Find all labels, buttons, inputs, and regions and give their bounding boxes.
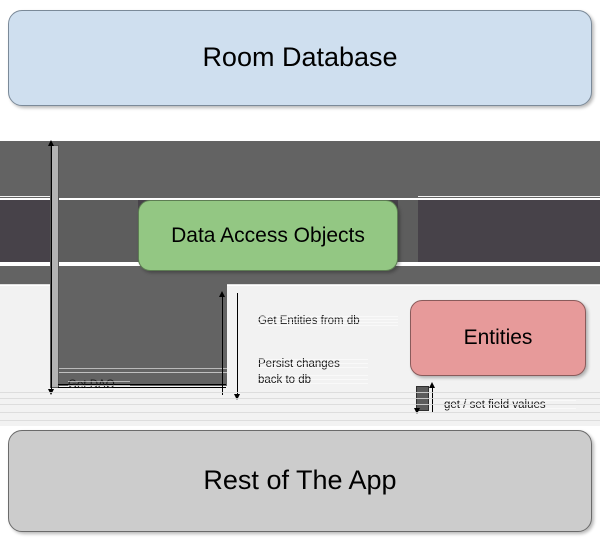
arrowhead-up-icon: [219, 291, 225, 297]
edge-line-get-dao-2: [58, 387, 226, 388]
overlay-block-mid-left: [58, 200, 138, 262]
arrowhead-up-icon: [48, 140, 54, 146]
node-room-database-label: Room Database: [202, 42, 398, 73]
arrowhead-down-icon: [234, 394, 240, 400]
overlay-stripe: [58, 368, 227, 369]
artifact-stripe: [0, 420, 600, 421]
overlay-stripe: [0, 198, 600, 199]
artifact-stripe: [0, 392, 600, 393]
arrowhead-down-icon: [414, 408, 420, 414]
overlay-stripe: [58, 372, 227, 373]
overlay-block-mid-right: [398, 200, 418, 262]
activation-bar-room-database: [50, 145, 59, 388]
node-rest-of-the-app-label: Rest of The App: [203, 465, 397, 496]
lifeline-entities-to-dao: [237, 293, 238, 396]
node-data-access-objects-label: Data Access Objects: [171, 223, 365, 247]
overlay-block-bottom-2: [58, 284, 227, 386]
artifact-stripe: [0, 412, 600, 413]
lifeline-room-database: [51, 143, 52, 393]
edge-label-get-dao: Get DAO: [68, 379, 115, 391]
lifeline-get-set-fields: [432, 386, 433, 412]
overlay-stripe: [0, 284, 600, 285]
overlay-block-top: [58, 141, 418, 198]
artifact-stripe: [0, 398, 600, 399]
lifeline-dao-to-entities: [222, 296, 223, 395]
edge-label-persist-line1: Persist changes: [258, 358, 340, 370]
node-room-database[interactable]: Room Database: [8, 10, 592, 106]
artifact-stripe: [0, 404, 600, 405]
node-entities-label: Entities: [463, 326, 533, 350]
node-entities[interactable]: Entities: [410, 300, 586, 376]
arrowhead-up-icon: [429, 382, 435, 388]
edge-line-get-dao: [58, 384, 226, 385]
node-rest-of-the-app[interactable]: Rest of The App: [8, 430, 592, 532]
edge-label-get-entities: Get Entities from db: [258, 315, 360, 327]
edge-label-persist-line2: back to db: [258, 374, 312, 386]
node-data-access-objects[interactable]: Data Access Objects: [138, 200, 398, 271]
